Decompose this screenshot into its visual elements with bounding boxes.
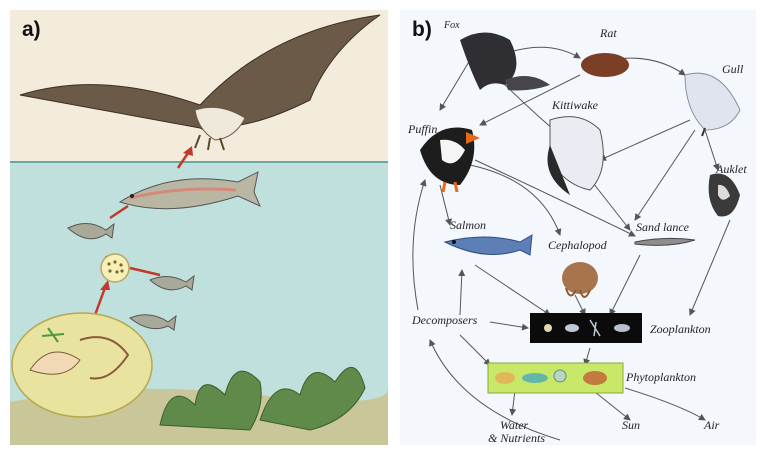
egg-cluster-icon bbox=[101, 254, 129, 282]
label-sand-lance: Sand lance bbox=[636, 220, 689, 235]
label-sun: Sun bbox=[622, 418, 640, 433]
gull-icon bbox=[685, 73, 740, 136]
label-auklet: Auklet bbox=[716, 162, 747, 177]
arrow-auklet-zooplankton bbox=[690, 220, 730, 315]
arrow-salmon-zoo bbox=[475, 265, 550, 315]
arrow-phyto-air bbox=[625, 388, 705, 420]
phytoplankton-icon bbox=[488, 363, 623, 393]
label-rat: Rat bbox=[600, 26, 617, 41]
arrow-decomp-salmon bbox=[460, 270, 462, 315]
eagle-icon bbox=[20, 15, 380, 150]
panel-a-illustration: a) bbox=[10, 10, 388, 445]
label-decomposers: Decomposers bbox=[412, 313, 477, 328]
label-phytoplankton: Phytoplankton bbox=[626, 370, 696, 385]
arrow-gull-sandlance bbox=[635, 130, 695, 220]
cephalopod-icon bbox=[562, 262, 598, 297]
label-cephalopod: Cephalopod bbox=[548, 238, 607, 253]
auklet-icon bbox=[709, 174, 740, 217]
panel-a-label: a) bbox=[22, 18, 41, 42]
label-fox: Fox bbox=[444, 20, 460, 31]
panel-b-food-web: b) Fox Rat Gull Kittiwake Puffin Auklet … bbox=[400, 10, 756, 445]
arrow-fox-rat bbox=[510, 47, 580, 58]
label-air: Air bbox=[704, 418, 719, 433]
panel-b-label: b) bbox=[412, 18, 432, 42]
rat-icon bbox=[581, 53, 629, 77]
arrow-gull-kittiwake bbox=[600, 120, 690, 160]
zooplankton-cluster-icon bbox=[12, 313, 152, 417]
salmon-icon bbox=[445, 235, 532, 255]
arrow-phyto-sun bbox=[595, 392, 630, 420]
label-gull: Gull bbox=[722, 62, 743, 77]
label-zooplankton: Zooplankton bbox=[650, 322, 711, 337]
arrow-cephalopod-zoo bbox=[575, 295, 585, 315]
arrow-decomp-zoo bbox=[490, 322, 528, 328]
kittiwake-icon bbox=[548, 117, 604, 195]
label-kittiwake: Kittiwake bbox=[552, 98, 598, 113]
puffin-icon bbox=[420, 128, 480, 193]
arrow-decomp-puffin bbox=[413, 180, 425, 310]
arrow-phyto-water bbox=[512, 390, 515, 415]
arrow-puffin-salmon bbox=[440, 185, 450, 225]
sand-lance-icon bbox=[635, 238, 695, 245]
fox-icon bbox=[460, 33, 550, 91]
label-puffin: Puffin bbox=[408, 122, 437, 137]
label-nutrients: & Nutrients bbox=[488, 431, 545, 445]
arrow-sandlance-zoo bbox=[610, 255, 640, 315]
label-salmon: Salmon bbox=[450, 218, 486, 233]
arrow-fox-puffin bbox=[440, 60, 470, 110]
arrow-decomp-phyto bbox=[460, 335, 490, 365]
arrow-zoo-phyto bbox=[585, 348, 590, 365]
zooplankton-icon bbox=[530, 313, 642, 343]
panel-a-scene bbox=[10, 10, 388, 445]
